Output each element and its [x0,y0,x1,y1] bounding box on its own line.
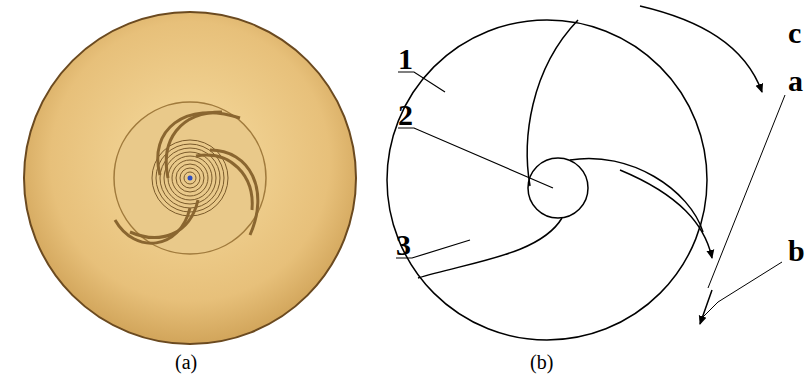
figure-caption: (a) [175,352,197,372]
flow-label: c [788,18,801,48]
callout-number: 3 [396,230,411,260]
flow-arrows [620,6,785,324]
disk-render [24,12,356,344]
channel-sketch [387,20,707,340]
ring [160,148,220,208]
ring [164,152,216,204]
ring [172,160,208,196]
ring [176,164,204,192]
flow-label: a [788,66,803,96]
flow-label: b [788,236,805,266]
leader-lines [396,72,553,258]
callout-number: 1 [398,44,413,74]
figure-caption: (b) [530,352,553,372]
callout-number: 2 [398,100,413,130]
ring [184,172,196,184]
ring [168,156,212,200]
ring [180,168,200,188]
